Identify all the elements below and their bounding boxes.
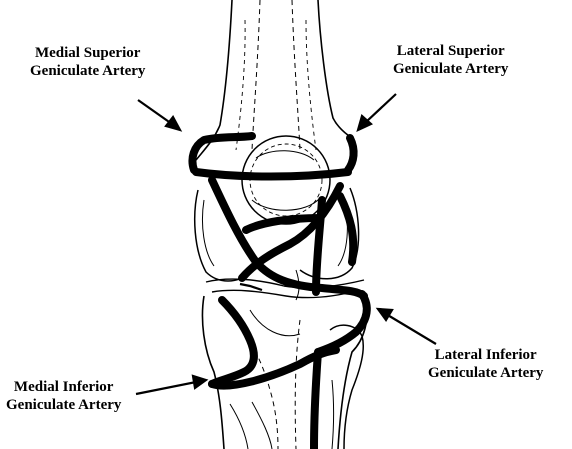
label-lateral-superior-geniculate-artery: Lateral Superior Geniculate Artery (393, 42, 508, 78)
label-line: Geniculate Artery (6, 396, 121, 414)
label-line: Lateral Superior (393, 42, 508, 60)
label-line: Medial Inferior (6, 378, 121, 396)
arrow-medial-superior (138, 100, 172, 124)
arrow-lateral-superior (366, 94, 396, 122)
arrow-medial-inferior (136, 382, 196, 394)
label-medial-inferior-geniculate-artery: Medial Inferior Geniculate Artery (6, 378, 121, 414)
label-medial-superior-geniculate-artery: Medial Superior Geniculate Artery (30, 44, 145, 80)
label-line: Medial Superior (30, 44, 145, 62)
label-line: Geniculate Artery (428, 364, 543, 382)
label-line: Geniculate Artery (30, 62, 145, 80)
label-lateral-inferior-geniculate-artery: Lateral Inferior Geniculate Artery (428, 346, 543, 382)
genicular-arteries (192, 136, 366, 449)
arrow-lateral-inferior (386, 314, 436, 344)
label-line: Geniculate Artery (393, 60, 508, 78)
label-line: Lateral Inferior (428, 346, 543, 364)
